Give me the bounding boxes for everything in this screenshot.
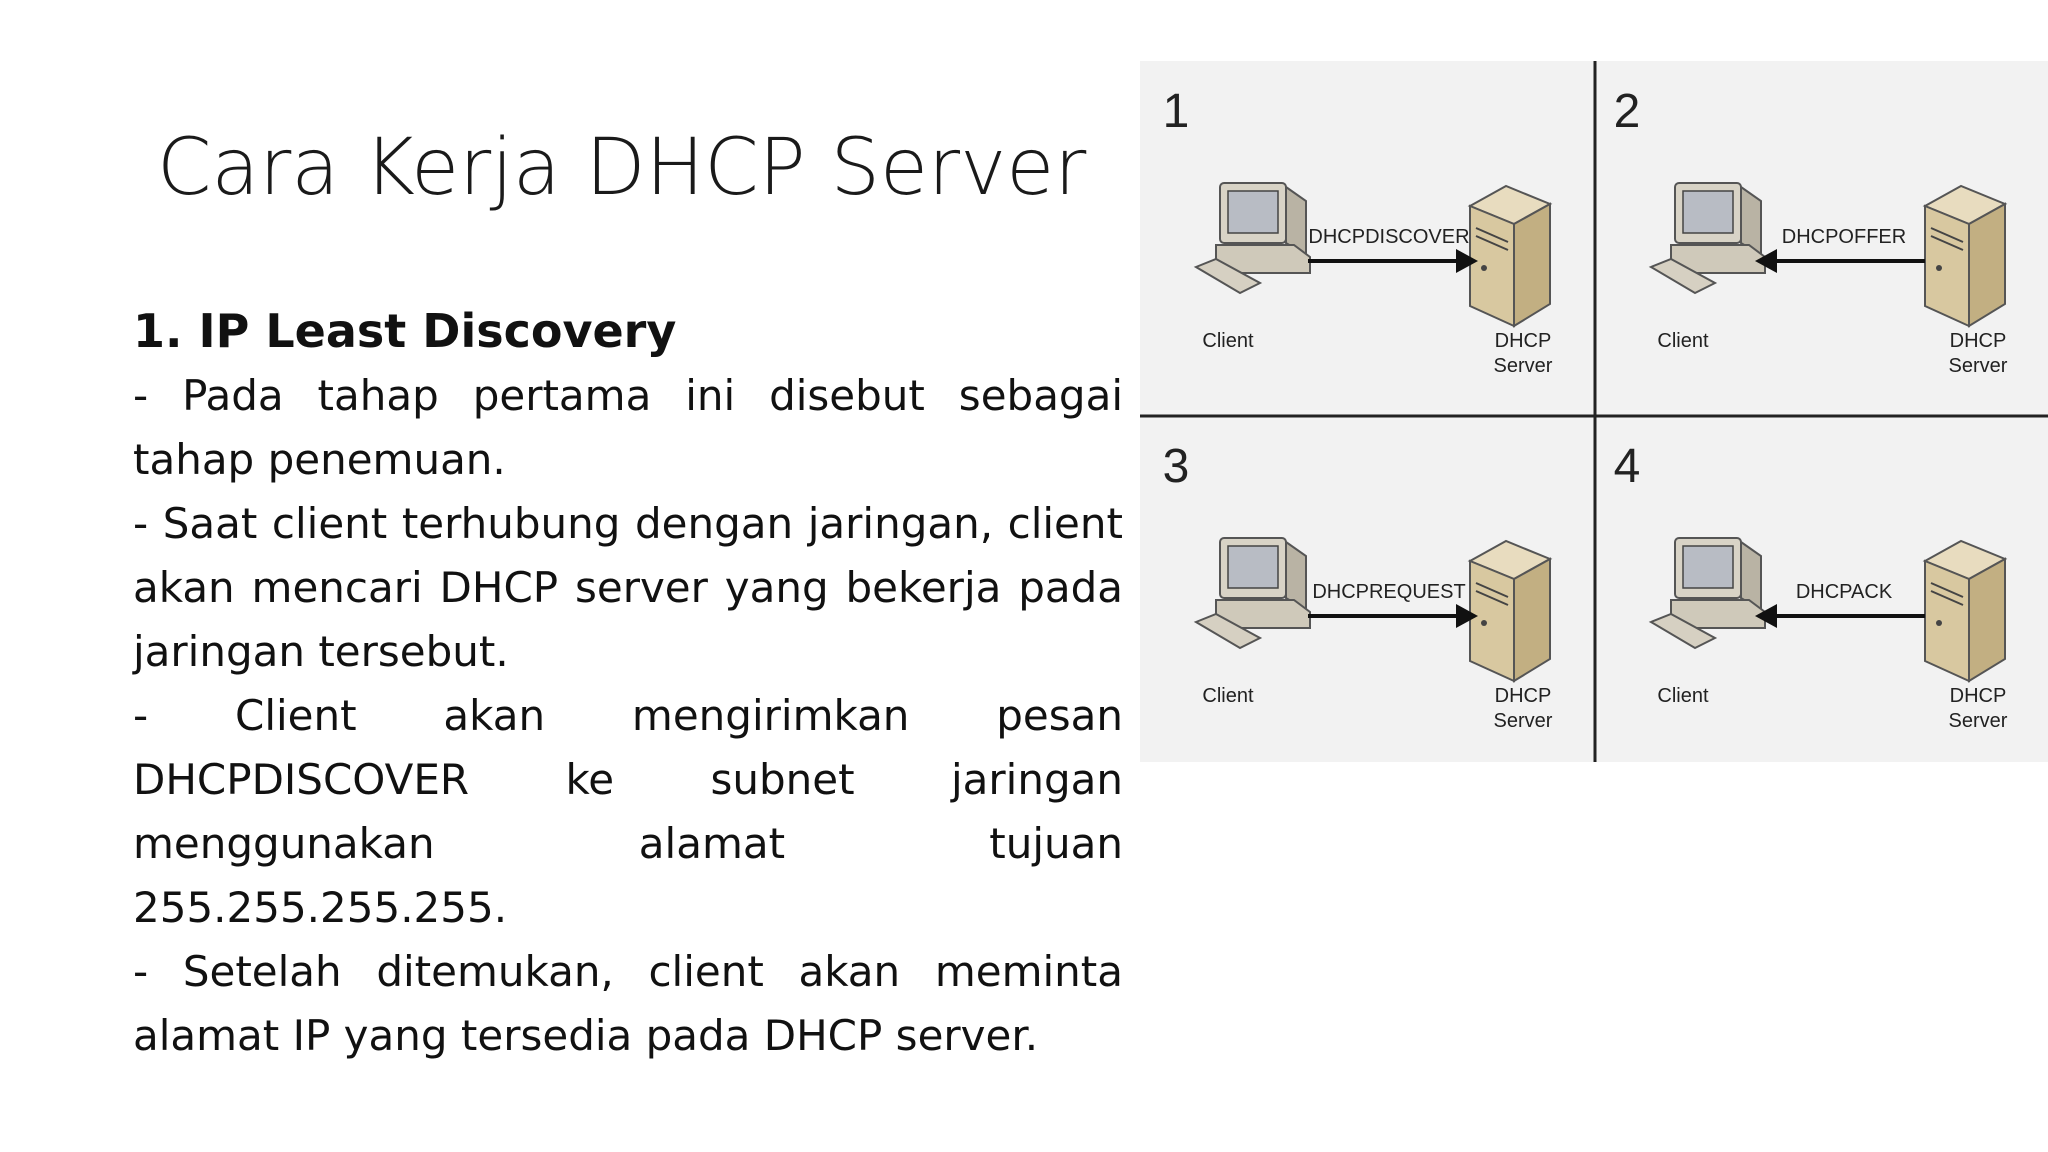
client-computer-icon	[1193, 182, 1311, 295]
client-label: Client	[1202, 685, 1254, 707]
paragraph-3: - Client akan mengirimkan pesan DHCPDISC…	[133, 691, 1123, 932]
client-computer-icon	[1648, 537, 1766, 650]
panel-number: 3	[1163, 440, 1190, 493]
message-label: DHCPOFFER	[1782, 226, 1906, 248]
client-computer-icon	[1193, 537, 1311, 650]
server-label: DHCP	[1495, 330, 1552, 352]
message-label: DHCPDISCOVER	[1308, 226, 1469, 248]
slide-title: Cara Kerja DHCP Server	[157, 123, 1087, 213]
panel-number: 2	[1614, 85, 1641, 138]
server-label: DHCP	[1495, 685, 1552, 707]
dhcp-server-icon	[1922, 539, 2008, 683]
slide-body: 1. IP Least Discovery - Pada tahap perta…	[133, 298, 1123, 1068]
client-computer-icon	[1648, 182, 1766, 295]
server-label: DHCP	[1950, 330, 2007, 352]
server-label: Server	[1494, 710, 1553, 732]
dhcp-server-icon	[1467, 184, 1553, 328]
dhcp-server-icon	[1467, 539, 1553, 683]
paragraph-2: - Saat client terhubung dengan jaringan,…	[133, 499, 1123, 676]
panel-number: 4	[1614, 440, 1641, 493]
paragraph-4: - Setelah ditemukan, client akan meminta…	[133, 947, 1123, 1060]
server-label: Server	[1949, 355, 2008, 377]
client-label: Client	[1202, 330, 1254, 352]
arrow-head-icon	[1755, 249, 1777, 273]
client-label: Client	[1657, 330, 1709, 352]
server-label: Server	[1494, 355, 1553, 377]
message-label: DHCPACK	[1796, 581, 1893, 603]
panel-number: 1	[1163, 85, 1190, 138]
arrow-head-icon	[1456, 604, 1478, 628]
server-label: Server	[1949, 710, 2008, 732]
section-heading: 1. IP Least Discovery	[133, 304, 677, 358]
arrow-head-icon	[1755, 604, 1777, 628]
arrow-head-icon	[1456, 249, 1478, 273]
client-label: Client	[1657, 685, 1709, 707]
server-label: DHCP	[1950, 685, 2007, 707]
dhcp-server-icon	[1922, 184, 2008, 328]
message-label: DHCPREQUEST	[1312, 581, 1465, 603]
paragraph-1: - Pada tahap pertama ini disebut sebagai…	[133, 371, 1123, 484]
